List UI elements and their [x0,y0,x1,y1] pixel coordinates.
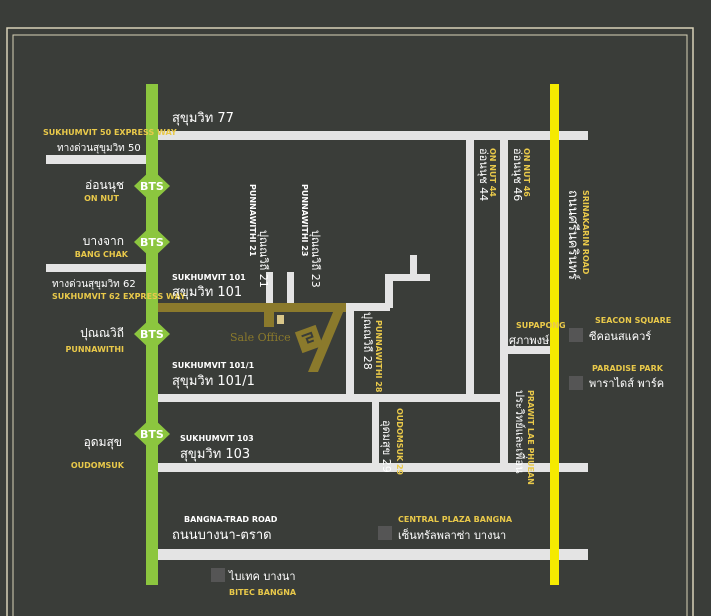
bts-station-marker [134,169,170,203]
route-diagonal [308,305,346,372]
route-soi-21 [264,303,274,327]
outer-frame [6,27,694,616]
landmark-label-th: เซ็นทรัลพลาซ่า บางนา [398,528,506,542]
landmark-marker [378,526,392,540]
road-label-prawit-en: PRAWIT LAE PHUEAN [526,390,535,485]
road-label-srinakarin-th: ถนนศรีนครินทร์ [565,190,581,280]
road-label-onnut-46-en: ON NUT 46 [522,148,531,197]
landmark-marker [569,328,583,342]
road-bangna-trad [158,549,588,560]
bts-station-code: BTS [140,328,164,341]
bts-station-punnawithi[interactable]: BTS [134,317,170,351]
road-label-sukhumvit-103-th: สุขุมวิท 103 [180,447,250,462]
road-label-express-50-th: ทางด่วนสุขุมวิท 50 [57,143,141,154]
srinakarin-road-line [550,84,559,585]
landmark-label-th: ซีคอนสแควร์ [589,330,651,343]
landmark-label-en: PARADISE PARK [592,364,664,373]
landmark-label-en: SEACON SQUARE [595,316,671,325]
road-punnawithi-28-upper [346,303,390,311]
road-label-sukhumvit-101-1-th: สุขุมวิท 101/1 [172,374,255,389]
road-label-supapong-en: SUPAPONG [516,321,566,330]
road-label-srinakarin-en: SRINAKARIN ROAD [581,190,590,275]
project-access-route [158,303,346,372]
bts-station-marker [134,417,170,451]
landmark-seacon-square[interactable]: SEACON SQUARE ซีคอนสแควร์ [569,316,671,343]
road-express-50 [46,155,150,164]
sale-office-label: Sale Office [230,331,291,344]
road-sukhumvit-77 [158,131,588,140]
station-label-en: PUNNAWITHI [65,345,124,354]
road-label-sukhumvit-103-en: SUKHUMVIT 103 [180,434,254,443]
road-label-punnawithi-23-th: ปุณณวิถี 23 [309,230,322,288]
landmark-label-en: BITEC BANGNA [229,588,297,597]
road-punnawithi-23 [287,272,294,306]
landmark-central-plaza-bangna[interactable]: CENTRAL PLAZA BANGNA เซ็นทรัลพลาซ่า บางน… [378,515,513,542]
road-label-onnut-46-th: อ่อนนุช 46 [511,148,524,201]
road-label-punnawithi-21-en: PUNNAWITHI 21 [248,184,257,257]
road-label-punnawithi-23-en: PUNNAWITHI 23 [300,184,309,256]
road-label-sukhumvit-101-1-en: SUKHUMVIT 101/1 [172,361,255,370]
route-sukhumvit-101 [158,303,346,312]
landmark-marker [569,376,583,390]
road-label-onnut-44-en: ON NUT 44 [488,148,497,197]
road-label-express-50-en: SUKHUMVIT 50 EXPRESS WAY [43,128,177,137]
road-label-bangna-th: ถนนบางนา-ตราด [172,528,272,543]
road-label-punnawithi-28-th: ปุณณวิถี 28 [361,312,374,370]
road-label-prawit-th: ประวิทย์และเพื่อน [513,390,528,474]
road-sukhumvit-101-1 [158,394,500,402]
station-label-th: ปุณณวิถี [80,326,124,341]
road-punnawithi-28 [346,303,354,399]
bts-station-on-nut[interactable]: BTS [134,169,170,203]
station-label-th: อุดมสุข [84,435,122,450]
road-label-sukhumvit-77: สุขุมวิท 77 [172,111,234,126]
road-label-punnawithi-21-th: ปุณณวิถี 21 [257,230,270,288]
road-onnut-44 [466,131,474,401]
road-label-bangna-en: BANGNA-TRAD ROAD [184,515,278,524]
station-label-en: OUDOMSUK [71,461,125,470]
road-udomsuk-29 [372,394,379,469]
bts-station-code: BTS [140,236,164,249]
landmark-label-en: CENTRAL PLAZA BANGNA [398,515,513,524]
station-label-en: ON NUT [84,194,119,203]
road-label-express-62-th: ทางด่วนสุขุมวิท 62 [52,279,136,290]
road-soi-branch-top [410,255,417,279]
bts-station-code: BTS [140,428,164,441]
sale-office-logo [294,324,324,354]
project-pin-dot [277,315,284,324]
bts-station-bang-chak[interactable]: BTS [134,225,170,259]
road-label-punnawithi-28-en: PUNNAWITHI 28 [374,320,383,393]
road-label-supapong-th: ศุภาพงษ์ [509,334,550,347]
inner-frame [12,34,688,616]
landmark-label-th: พาราไดส์ พาร์ค [589,377,664,390]
bts-station-marker [134,317,170,351]
station-label-en: BANG CHAK [75,250,129,259]
road-soi-branch-v [385,274,393,308]
landmark-paradise-park[interactable]: PARADISE PARK พาราไดส์ พาร์ค [569,364,664,390]
road-punnawithi-21 [266,272,273,310]
bts-station-oudomsuk[interactable]: BTS [134,417,170,451]
road-label-onnut-44-th: อ่อนนุช 44 [477,148,490,201]
station-label-th: อ่อนนุช [85,178,124,193]
road-express-62 [46,264,150,272]
road-label-sukhumvit-101-en: SUKHUMVIT 101 [172,273,246,282]
road-soi-branch-h [385,274,430,281]
landmark-label-th: ไบเทค บางนา [228,570,296,583]
station-label-th: บางจาก [83,234,124,248]
road-supapong [500,346,552,354]
road-label-udomsuk-29-th: อุดมสุข 29 [380,420,393,473]
road-label-express-62-en: SUKHUMVIT 62 EXPRESS WAY [52,292,186,301]
landmark-bitec-bangna[interactable]: ไบเทค บางนา BITEC BANGNA [211,568,297,597]
bts-station-code: BTS [140,180,164,193]
bts-station-marker [134,225,170,259]
road-label-sukhumvit-101-th: สุขุมวิท 101 [172,285,242,300]
landmark-marker [211,568,225,582]
road-label-udomsuk-29-en: OUDOMSUK 29 [395,408,404,476]
road-onnut-46 [500,131,508,471]
